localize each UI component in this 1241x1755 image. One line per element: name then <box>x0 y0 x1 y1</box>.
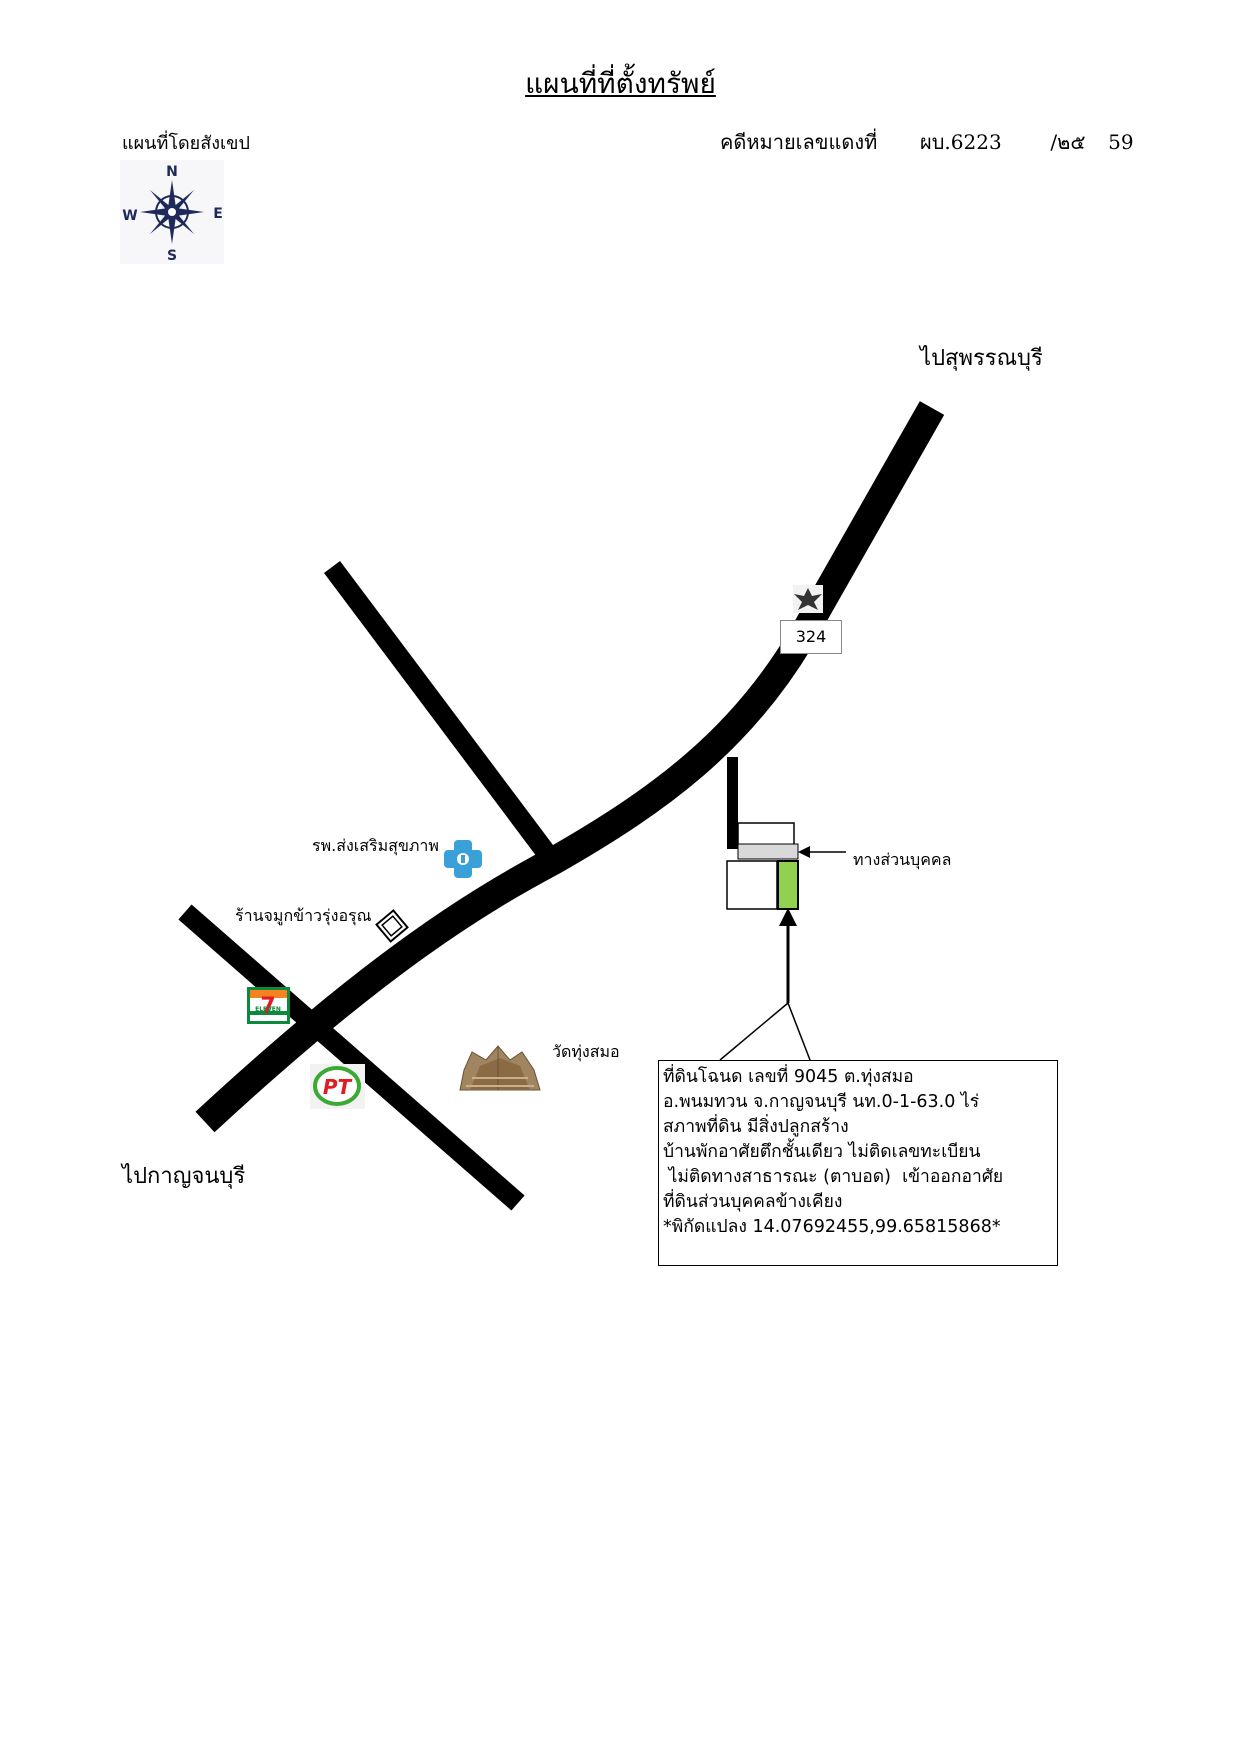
subject-plot <box>777 860 799 910</box>
info-line: บ้านพักอาศัยตึกชั้นเดียว ไม่ติดเลขทะเบีย… <box>663 1142 981 1162</box>
case-year-end: 59 <box>1108 130 1134 154</box>
info-line: ไม่ติดทางสาธารณะ (ตาบอด) เข้าออกอาศัย <box>663 1167 1004 1187</box>
compass-east-label: E <box>213 206 223 222</box>
info-line: สภาพที่ดิน มีสิ่งปลูกสร้าง <box>663 1117 849 1137</box>
case-number: คดีหมายเลขแดงที่ ผบ.6223 /๒๕ 59 <box>720 126 1134 158</box>
to-kanchanaburi-label: ไปกาญจนบุรี <box>122 1164 246 1189</box>
compass-south-label: S <box>167 248 177 264</box>
private-road-label: ทางส่วนบุคคล <box>853 850 952 869</box>
land-info-box: ที่ดินโฉนด เลขที่ 9045 ต.ทุ่งสมอ อ.พนมทว… <box>658 1060 1058 1266</box>
compass-west-label: W <box>122 208 137 224</box>
plot-arrowhead-icon <box>779 908 797 926</box>
info-line: ที่ดินโฉนด เลขที่ 9045 ต.ทุ่งสมอ <box>663 1067 914 1087</box>
callout-right-line <box>787 1002 811 1061</box>
health-center-label: รพ.ส่งเสริมสุขภาพ <box>312 836 439 855</box>
seven-eleven-logo-icon: 7 ELEVEN <box>247 987 290 1024</box>
side-road-northwest <box>324 561 562 869</box>
page-title: แผนที่ที่ตั้งทรัพย์ <box>525 67 716 100</box>
compass-north-label: N <box>166 164 178 180</box>
route-number-sign: 324 <box>780 620 842 654</box>
seven-eleven-text: ELEVEN <box>255 1006 281 1013</box>
compass-rose-icon <box>120 160 224 264</box>
hospital-cross-icon <box>444 840 482 878</box>
private-driveway <box>737 843 799 860</box>
garuda-emblem-icon <box>793 585 823 613</box>
info-line: ที่ดินส่วนบุคคลข้างเคียง <box>663 1192 843 1212</box>
rice-shop-icon <box>375 909 409 943</box>
to-suphanburi-label: ไปสุพรรณบุรี <box>920 346 1043 371</box>
map-subtitle: แผนที่โดยสังเขป <box>122 133 250 154</box>
neighbor-plot-left <box>726 860 778 910</box>
case-year-slash: /๒๕ <box>1050 130 1086 154</box>
pt-station-logo-icon: PT <box>310 1064 365 1109</box>
case-prefix: ผบ.6223 <box>920 130 1002 154</box>
access-lane <box>727 757 738 849</box>
temple-icon <box>459 1045 541 1091</box>
callout-left-line <box>719 1002 789 1061</box>
temple-label: วัดทุ่งสมอ <box>552 1042 620 1061</box>
info-line: อ.พนมทวน จ.กาญจนบุรี นท.0-1-63.0 ไร่ <box>663 1092 980 1112</box>
pt-logo-text: PT <box>323 1075 353 1099</box>
seven-eleven-number: 7 <box>260 994 275 1019</box>
case-label: คดีหมายเลขแดงที่ <box>720 130 878 154</box>
info-line: *พิกัดแปลง 14.07692455,99.65815868* <box>663 1217 1001 1237</box>
private-road-arrowhead-icon <box>798 846 810 858</box>
rice-shop-label: ร้านจมูกข้าวรุ่งอรุณ <box>235 906 372 925</box>
crossing-road <box>178 904 525 1211</box>
